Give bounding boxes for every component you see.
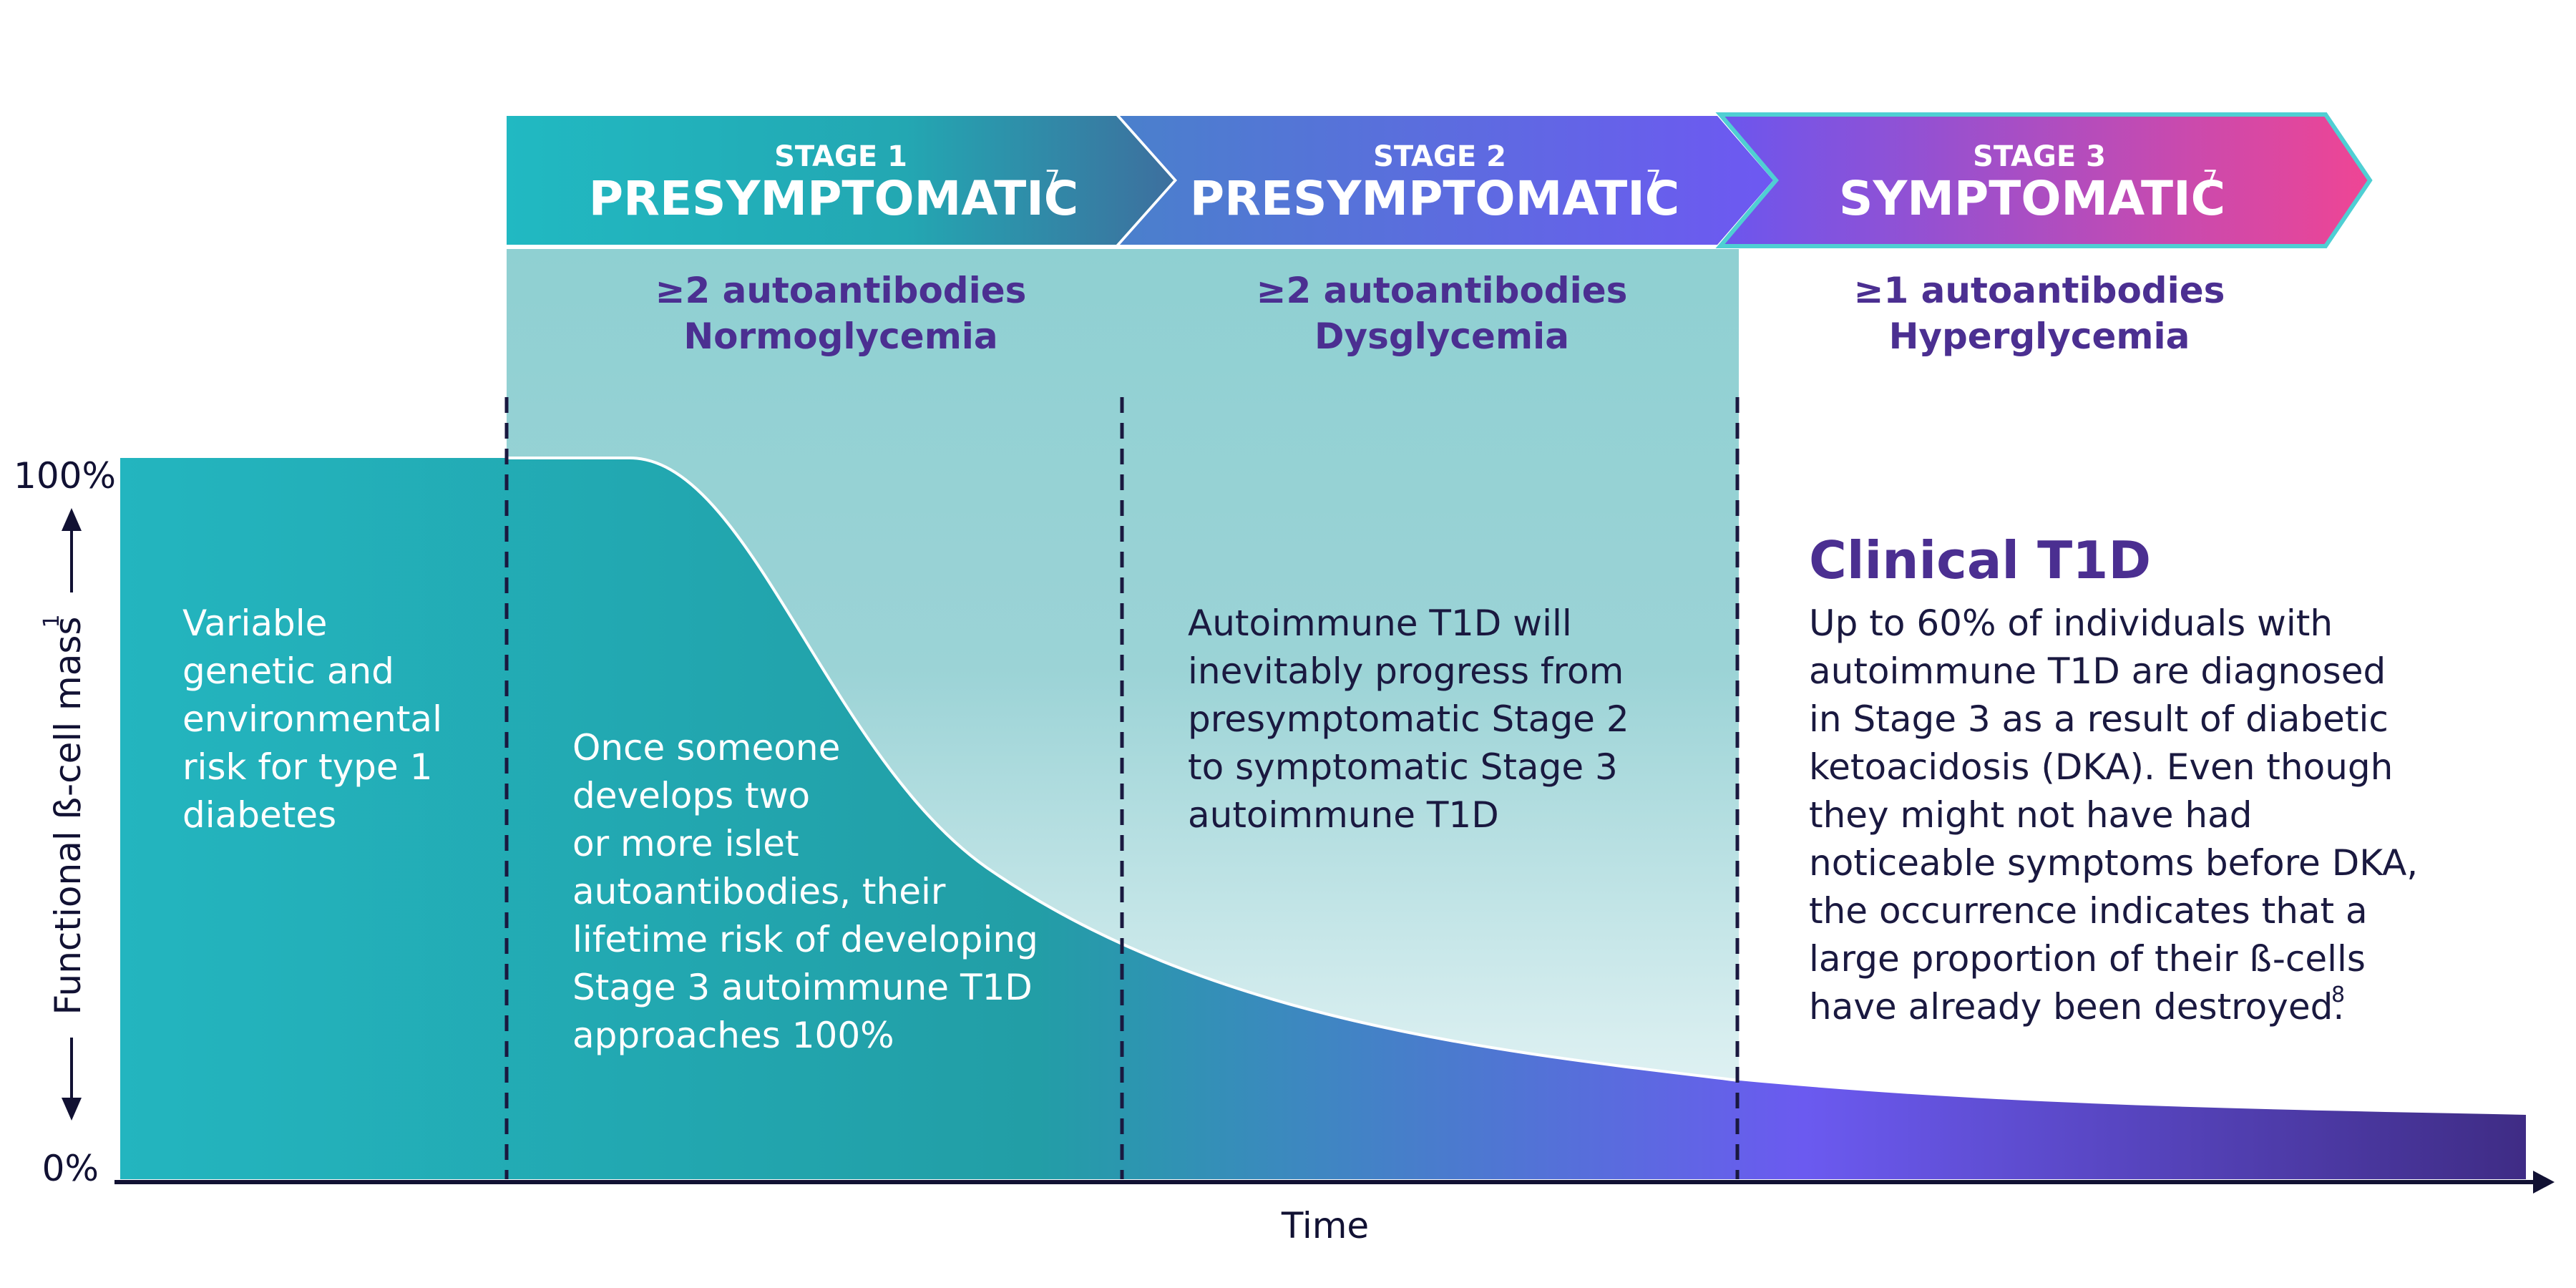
stage1-criteria-glycemia: Normoglycemia <box>683 316 997 357</box>
beta-cell-mass-area <box>120 458 2526 1179</box>
svg-text:noticeable symptoms before DKA: noticeable symptoms before DKA, <box>1809 842 2418 884</box>
stage3-sub: STAGE 3 <box>1973 140 2106 173</box>
svg-text:Variable: Variable <box>182 602 327 644</box>
svg-text:risk for type 1: risk for type 1 <box>182 746 432 788</box>
stage3-banner <box>1715 112 2373 248</box>
stage1-title: PRESYMPTOMATIC <box>589 171 1078 226</box>
svg-text:have already been destroyed.: have already been destroyed. <box>1809 986 2344 1028</box>
svg-text:inevitably progress from: inevitably progress from <box>1188 650 1624 692</box>
stage3-criteria-glycemia: Hyperglycemia <box>1889 316 2190 357</box>
y-axis-arrow-down-icon <box>62 1098 82 1121</box>
beta-cell-mass-curve <box>507 457 1740 1082</box>
stage1-description: Once someone develops two or more islet … <box>572 727 1038 1056</box>
svg-text:diabetes: diabetes <box>182 794 336 836</box>
svg-text:Once someone: Once someone <box>572 727 840 769</box>
stage3-title-sup: 7 <box>2202 165 2218 194</box>
y-axis-bottom-label: 0% <box>42 1148 99 1189</box>
svg-text:approaches 100%: approaches 100% <box>572 1015 894 1056</box>
stage3-title: SYMPTOMATIC <box>1839 171 2225 226</box>
stage3-description: Up to 60% of individuals with autoimmune… <box>1809 602 2418 1028</box>
svg-text:the occurrence indicates that: the occurrence indicates that a <box>1809 890 2368 932</box>
x-axis-label: Time <box>1281 1205 1369 1246</box>
svg-text:lifetime risk of developing: lifetime risk of developing <box>572 919 1038 960</box>
svg-text:environmental: environmental <box>182 698 442 740</box>
svg-text:Autoimmune T1D will: Autoimmune T1D will <box>1188 602 1572 644</box>
svg-text:develops two: develops two <box>572 775 810 816</box>
svg-text:autoimmune T1D are diagnosed: autoimmune T1D are diagnosed <box>1809 650 2386 692</box>
x-axis-arrowhead <box>2533 1171 2555 1194</box>
svg-text:presymptomatic Stage 2: presymptomatic Stage 2 <box>1188 698 1629 740</box>
svg-text:ketoacidosis (DKA). Even thoug: ketoacidosis (DKA). Even though <box>1809 746 2393 788</box>
svg-text:autoimmune T1D: autoimmune T1D <box>1188 794 1499 836</box>
svg-text:genetic and: genetic and <box>182 650 394 692</box>
stage2-title-sup: 7 <box>1646 165 1662 194</box>
svg-text:or more islet: or more islet <box>572 823 799 864</box>
stage2-banner <box>1120 116 1773 245</box>
stage3-criteria-autoantibodies: ≥1 autoantibodies <box>1854 270 2225 311</box>
y-axis-top-label: 100% <box>14 455 116 497</box>
svg-text:to symptomatic Stage 3: to symptomatic Stage 3 <box>1188 746 1618 788</box>
stage2-criteria-autoantibodies: ≥2 autoantibodies <box>1257 270 1628 311</box>
stage2-title: PRESYMPTOMATIC <box>1190 171 1679 226</box>
svg-text:in Stage 3 as a result of diab: in Stage 3 as a result of diabetic <box>1809 698 2389 740</box>
pre-stage-text: Variable genetic and environmental risk … <box>182 602 442 836</box>
svg-text:they might not have had: they might not have had <box>1809 794 2252 836</box>
stage2-sub: STAGE 2 <box>1373 140 1506 173</box>
y-axis-arrow-up-icon <box>62 508 82 531</box>
stage1-title-sup: 7 <box>1045 165 1060 194</box>
svg-text:large proportion of their ß-ce: large proportion of their ß-cells <box>1809 938 2366 980</box>
svg-text:Up to 60% of individuals with: Up to 60% of individuals with <box>1809 602 2333 644</box>
stage1-banner <box>507 116 1174 245</box>
stage2-criteria-glycemia: Dysglycemia <box>1314 316 1569 357</box>
stage1-sub: STAGE 1 <box>774 140 907 173</box>
clinical-t1d-title: Clinical T1D <box>1809 530 2151 590</box>
y-axis-label: Functional ß-cell mass <box>47 617 89 1015</box>
stage2-description: Autoimmune T1D will inevitably progress … <box>1188 602 1629 836</box>
y-axis-label-sup: 1 <box>39 614 64 628</box>
svg-text:autoantibodies, their: autoantibodies, their <box>572 871 946 912</box>
svg-text:Stage 3 autoimmune T1D: Stage 3 autoimmune T1D <box>572 967 1033 1008</box>
stage3-last-sup: 8 <box>2331 982 2345 1008</box>
stage1-criteria-autoantibodies: ≥2 autoantibodies <box>655 270 1027 311</box>
